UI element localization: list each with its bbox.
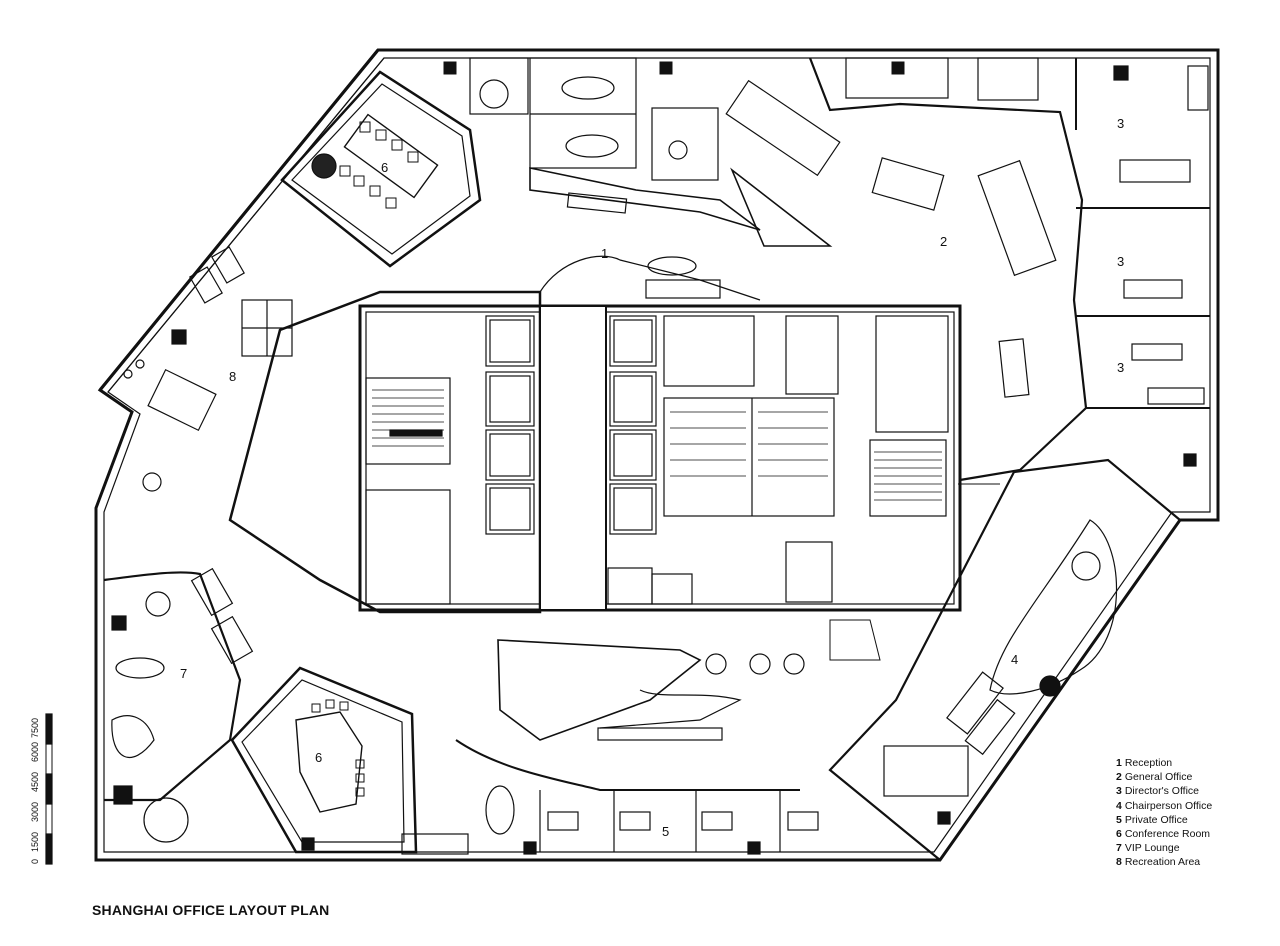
scale-tick-7500: 7500 [30,718,40,738]
zone-label-1: 1 [601,246,608,261]
misc-details [443,61,1000,661]
zone-label-3b: 3 [1117,254,1124,269]
zone-label-5: 5 [662,824,669,839]
zone-label-3a: 3 [1117,116,1124,131]
building-core [228,290,962,614]
scale-tick-1500: 1500 [30,832,40,852]
zone-labels: 1 2 3 3 3 4 5 6 6 7 8 [180,116,1124,839]
zone-chairperson-office [828,458,1182,862]
zone-label-4: 4 [1011,652,1018,667]
zone-general-office [725,57,1088,482]
scale-tick-4500: 4500 [30,772,40,792]
zone-label-8: 8 [229,369,236,384]
zone-label-3c: 3 [1117,360,1124,375]
zone-label-7: 7 [180,666,187,681]
zone-conference-top [280,70,482,268]
zone-private-offices [401,739,819,855]
zone-label-2: 2 [940,234,947,249]
zone-vip-lounge [103,567,254,843]
top-rooms [469,57,833,247]
scale-tick-6000: 6000 [30,742,40,762]
zone-reception [539,192,761,301]
scale-tick-3000: 3000 [30,802,40,822]
scale-tick-0: 0 [30,859,40,864]
building-envelope [94,48,1220,862]
scale-bar: 0 1500 3000 4500 6000 7500 [30,713,53,865]
zone-label-6b: 6 [315,750,322,765]
zone-recreation [123,246,293,492]
zone-label-6a: 6 [381,160,388,175]
central-lounge [497,639,805,741]
plan-title: SHANGHAI OFFICE LAYOUT PLAN [92,902,330,918]
zone-directors-offices [1075,58,1210,467]
zone-conference-bottom [230,666,418,854]
